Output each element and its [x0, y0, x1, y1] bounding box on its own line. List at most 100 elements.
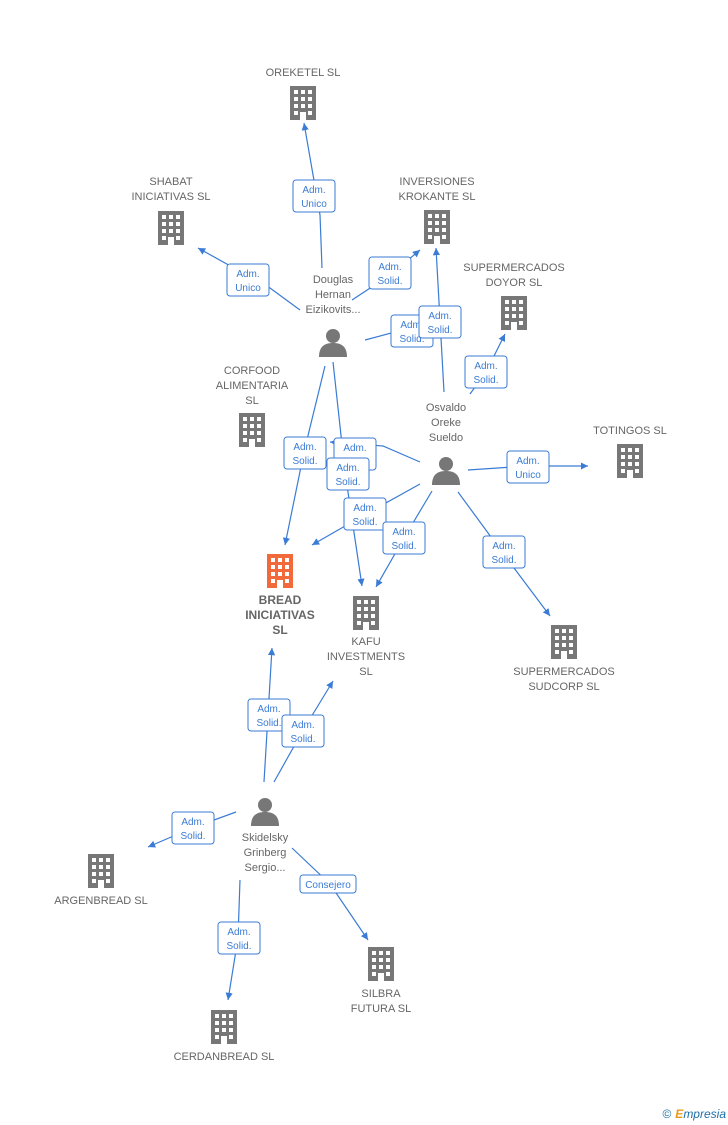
- edge-role-text: Adm.: [428, 311, 451, 322]
- edge-role-text: Solid.: [352, 517, 377, 528]
- company-name: CERDANBREAD SL: [174, 1051, 275, 1063]
- company-name: SHABAT: [149, 176, 192, 188]
- company-name: INICIATIVAS: [245, 608, 315, 622]
- edge-role-text: Adm.: [353, 503, 376, 514]
- edge-role-label[interactable]: Adm.Solid.: [283, 436, 327, 470]
- edge-role-label[interactable]: Adm. Solid.: [464, 355, 508, 389]
- edge-role-text: Adm.: [378, 262, 401, 273]
- company-name: SUDCORP SL: [528, 681, 599, 693]
- company-node-sudcorp[interactable]: SUPERMERCADOS SUDCORP SL: [513, 625, 615, 693]
- building-icon: [267, 554, 293, 588]
- company-name: SILBRA: [361, 988, 401, 1000]
- person-name: Osvaldo: [426, 402, 466, 414]
- edge-role-text: Solid.: [335, 477, 360, 488]
- building-icon: [424, 210, 450, 244]
- edge-role-text: Solid.: [180, 831, 205, 842]
- building-icon: [368, 947, 394, 981]
- company-node-kafu[interactable]: KAFU INVESTMENTS SL: [327, 596, 405, 678]
- person-name: Douglas: [313, 274, 354, 286]
- edge-role-label[interactable]: Adm. Unico: [292, 179, 336, 213]
- company-name: SUPERMERCADOS: [513, 666, 614, 678]
- edge-role-text: Solid.: [226, 941, 251, 952]
- edge-role-text: Solid.: [491, 555, 516, 566]
- person-name: Oreke: [431, 417, 461, 429]
- person-name: Sergio...: [245, 862, 286, 874]
- copyright-symbol: ©: [662, 1107, 672, 1121]
- company-name: SL: [245, 395, 258, 407]
- company-name: SL: [272, 623, 287, 637]
- edge-role-text: Solid.: [473, 375, 498, 386]
- person-name: Eizikovits...: [305, 304, 360, 316]
- edge-role-text: Solid.: [290, 734, 315, 745]
- company-name: KAFU: [351, 636, 380, 648]
- company-node-argenbread[interactable]: ARGENBREAD SL: [54, 854, 148, 907]
- building-icon: [211, 1010, 237, 1044]
- edge-role-label[interactable]: Adm.Solid.: [418, 305, 462, 339]
- company-node-silbra[interactable]: SILBRA FUTURA SL: [351, 947, 412, 1015]
- edge-role-text: Adm.: [291, 720, 314, 731]
- edge-role-text: Unico: [301, 199, 327, 210]
- edge-role-text: Adm.: [236, 269, 259, 280]
- edge-role-text: Adm.: [302, 185, 325, 196]
- edge-role-label[interactable]: Adm. Solid.: [482, 535, 526, 569]
- edge-role-text: Adm.: [343, 443, 366, 454]
- edge-role-text: Solid.: [256, 718, 281, 729]
- brand-name: mpresia: [683, 1107, 726, 1121]
- building-icon: [88, 854, 114, 888]
- edge-role-text: Adm.: [474, 361, 497, 372]
- edge-role-text: Consejero: [305, 880, 351, 891]
- edge-role-label[interactable]: Adm. Solid.: [382, 521, 426, 555]
- company-name: SUPERMERCADOS: [463, 262, 564, 274]
- edge-role-text: Adm.: [293, 442, 316, 453]
- edge-role-label[interactable]: Consejero: [299, 874, 357, 894]
- person-node-skidelsky[interactable]: SkidelskyGrinbergSergio...: [242, 798, 289, 874]
- edge-role-label[interactable]: Adm. Solid.: [281, 714, 325, 748]
- edge-role-text: Adm.: [492, 541, 515, 552]
- person-name: Sueldo: [429, 432, 463, 444]
- edge-role-text: Solid.: [399, 334, 424, 345]
- company-name: ALIMENTARIA: [216, 380, 289, 392]
- person-node-douglas[interactable]: DouglasHernanEizikovits...: [305, 274, 361, 357]
- person-icon: [432, 457, 460, 485]
- edge-role-label[interactable]: Adm.Solid.: [326, 457, 370, 491]
- edge-role-text: Adm.: [392, 527, 415, 538]
- edge-role-text: Adm.: [181, 817, 204, 828]
- company-name: INVESTMENTS: [327, 651, 405, 663]
- edge-role-text: Adm.: [257, 704, 280, 715]
- edge-role-text: Adm.: [400, 320, 423, 331]
- edge-role-label[interactable]: Adm. Solid.: [171, 811, 215, 845]
- person-icon: [251, 798, 279, 826]
- edge-role-text: Adm.: [516, 456, 539, 467]
- edge-labels-layer: Adm.UnicoAdm.UnicoAdm.Solid.Adm.Solid.Ad…: [171, 179, 550, 955]
- relationship-edge: [291, 847, 369, 941]
- edge-role-label[interactable]: Adm. Solid.: [343, 497, 387, 531]
- edge-role-label[interactable]: Adm.Solid.: [217, 921, 261, 955]
- building-icon: [290, 86, 316, 120]
- company-node-doyor[interactable]: SUPERMERCADOS DOYOR SL: [463, 262, 565, 330]
- building-icon: [617, 444, 643, 478]
- company-name: DOYOR SL: [486, 277, 543, 289]
- person-name: Hernan: [315, 289, 351, 301]
- edge-role-text: Solid.: [391, 541, 416, 552]
- company-name: FUTURA SL: [351, 1003, 412, 1015]
- building-icon: [501, 296, 527, 330]
- edge-role-label[interactable]: Adm. Solid.: [247, 698, 291, 732]
- company-node-cerdanbread[interactable]: CERDANBREAD SL: [174, 1010, 275, 1063]
- edge-role-label[interactable]: Adm. Solid.: [368, 256, 412, 290]
- building-icon: [551, 625, 577, 659]
- person-name: Grinberg: [244, 847, 287, 859]
- edge-role-text: Solid.: [377, 276, 402, 287]
- company-name: SL: [359, 666, 372, 678]
- company-node-totingos[interactable]: TOTINGOS SL: [593, 425, 667, 478]
- company-name: KROKANTE SL: [398, 191, 475, 203]
- company-node-oreketel[interactable]: OREKETEL SL: [266, 67, 341, 120]
- edge-role-text: Unico: [235, 283, 261, 294]
- edge-role-label[interactable]: Adm. Unico: [506, 450, 550, 484]
- edge-role-label[interactable]: Adm. Unico: [226, 263, 270, 297]
- edge-role-text: Unico: [515, 470, 541, 481]
